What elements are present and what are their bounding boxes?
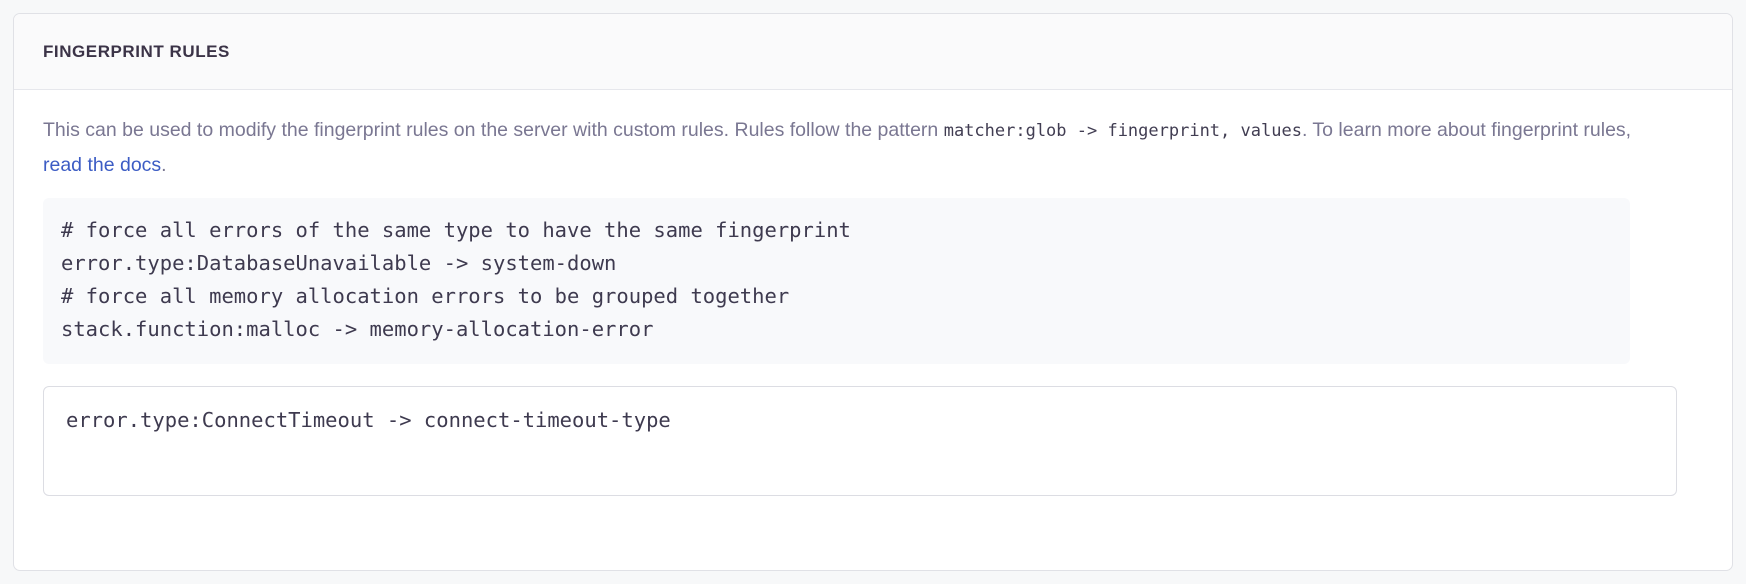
- panel-body: This can be used to modify the fingerpri…: [14, 90, 1732, 496]
- page-title: FINGERPRINT RULES: [43, 41, 230, 61]
- example-code-text: # force all errors of the same type to h…: [61, 218, 851, 341]
- example-code-block: # force all errors of the same type to h…: [43, 198, 1630, 364]
- description-text: This can be used to modify the fingerpri…: [43, 113, 1643, 182]
- description-trailing: .: [161, 154, 167, 176]
- read-the-docs-link[interactable]: read the docs: [43, 154, 162, 176]
- fingerprint-rules-panel: FINGERPRINT RULES This can be used to mo…: [13, 13, 1733, 571]
- description-lead: This can be used to modify the fingerpri…: [43, 119, 939, 141]
- inline-code-pattern: matcher:glob -> fingerprint, values: [943, 121, 1302, 141]
- panel-header: FINGERPRINT RULES: [14, 14, 1732, 90]
- description-middle: . To learn more about fingerprint rules,: [1301, 119, 1632, 141]
- fingerprint-rules-input[interactable]: [43, 386, 1677, 496]
